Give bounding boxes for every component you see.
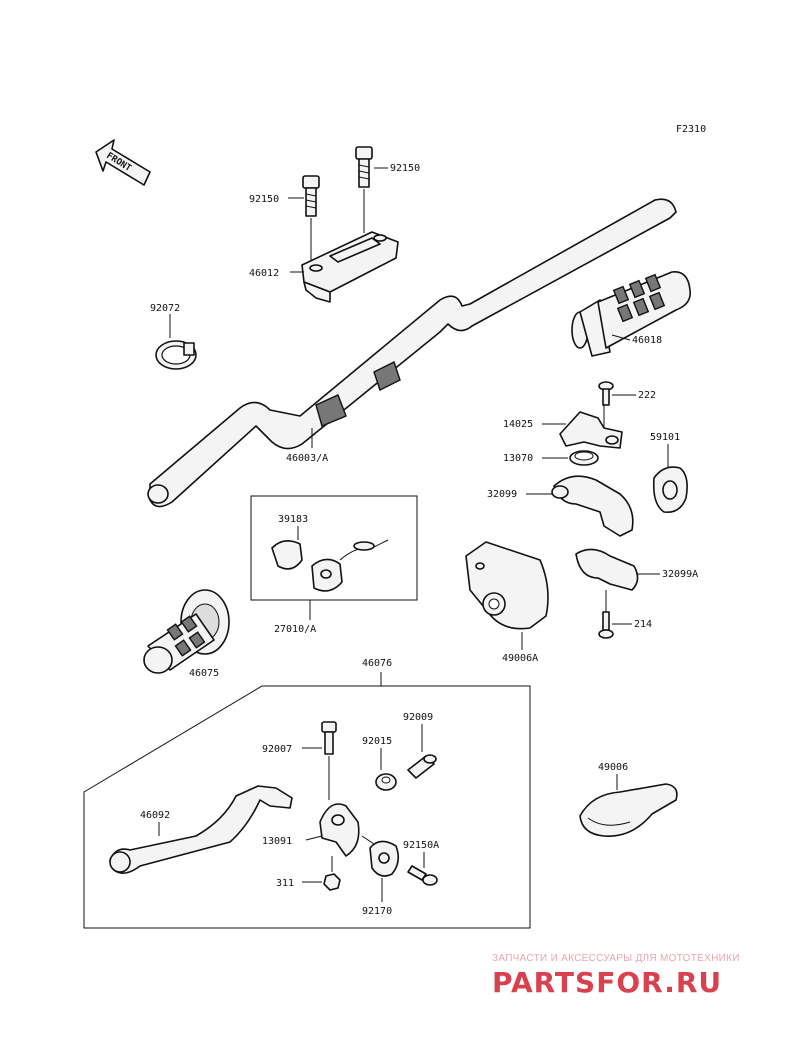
label-46003: 46003/A — [286, 453, 328, 464]
clutch-lever-46092 — [109, 785, 293, 874]
lever-assembly-frame — [83, 685, 531, 929]
label-92072: 92072 — [150, 303, 180, 314]
label-49006: 49006 — [598, 762, 628, 773]
screw-222 — [598, 381, 614, 406]
switch-39183 — [271, 539, 389, 592]
label-32099A: 32099A — [662, 569, 698, 580]
label-92150-top: 92150 — [390, 163, 420, 174]
label-46018: 46018 — [632, 335, 662, 346]
throttle-housing-32099 — [551, 475, 634, 537]
label-39183: 39183 — [278, 514, 308, 525]
label-92009: 92009 — [403, 712, 433, 723]
label-49006A: 49006A — [502, 653, 538, 664]
label-46092: 46092 — [140, 810, 170, 821]
label-13091: 13091 — [262, 836, 292, 847]
ring-13070 — [569, 450, 599, 466]
figure-code: F2310 — [676, 124, 706, 135]
label-46075: 46075 — [189, 668, 219, 679]
clamp-92170 — [369, 840, 400, 877]
front-arrow-icon: FRONT — [95, 139, 151, 186]
handlebar-clamp-46012 — [301, 231, 399, 303]
nut-311 — [323, 873, 341, 891]
throttle-cover-14025 — [559, 411, 623, 449]
bolt-92007 — [321, 721, 337, 755]
label-222: 222 — [638, 390, 656, 401]
lever-cover-49006 — [579, 783, 678, 837]
screw-214 — [598, 611, 614, 639]
cover-49006A — [465, 541, 549, 630]
grip-46018 — [571, 271, 692, 357]
watermark-caption: ЗАПЧАСТИ И АКСЕССУАРЫ ДЛЯ МОТОТЕХНИКИ — [492, 953, 740, 964]
label-92150A: 92150A — [403, 840, 439, 851]
adjuster-92009 — [407, 754, 437, 779]
label-92015: 92015 — [362, 736, 392, 747]
label-46076: 46076 — [362, 658, 392, 669]
bolt-92150-right — [355, 146, 388, 188]
lever-holder-13091 — [319, 803, 360, 857]
label-92170: 92170 — [362, 906, 392, 917]
label-46012: 46012 — [249, 268, 279, 279]
bolt-92150A — [407, 865, 438, 886]
label-311: 311 — [276, 878, 294, 889]
nut-92015 — [375, 773, 397, 791]
label-27010: 27010/A — [274, 624, 316, 635]
housing-half-32099A — [575, 548, 639, 591]
handlebar-46003 — [147, 198, 677, 508]
part-59101 — [652, 466, 688, 514]
label-13070: 13070 — [503, 453, 533, 464]
label-59101: 59101 — [650, 432, 680, 443]
watermark-logo: PARTSFOR.RU — [492, 966, 722, 999]
grip-46075 — [143, 589, 230, 674]
label-14025: 14025 — [503, 419, 533, 430]
label-32099: 32099 — [487, 489, 517, 500]
bolt-92150-left — [288, 175, 320, 217]
watermark-logo-text: PARTSFOR.RU — [492, 966, 722, 999]
switch-kit-frame — [250, 495, 418, 601]
label-214: 214 — [634, 619, 652, 630]
band-92072 — [155, 340, 197, 370]
label-92150-left: 92150 — [249, 194, 279, 205]
label-92007: 92007 — [262, 744, 292, 755]
